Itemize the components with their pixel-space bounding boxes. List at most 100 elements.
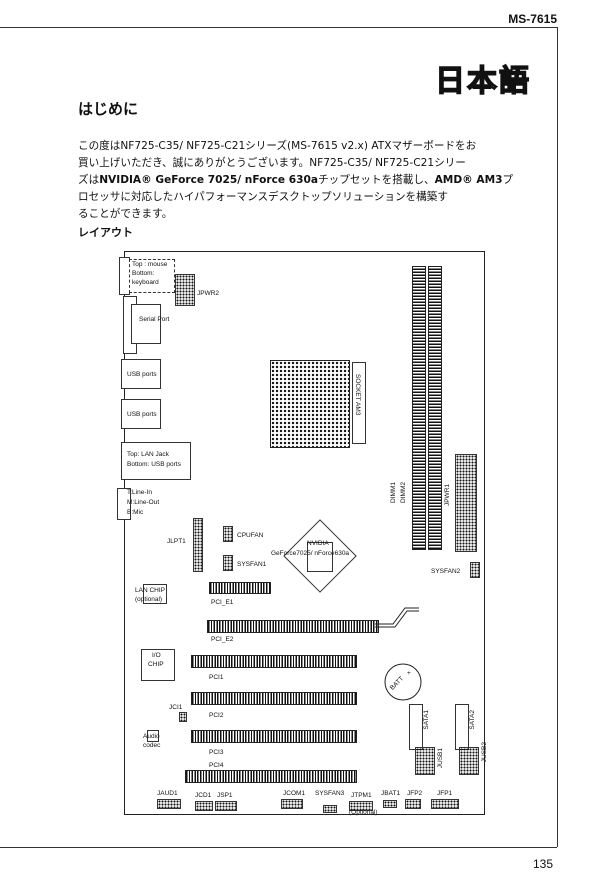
intro-paragraph: この度はNF725-C35/ NF725-C21シリーズ(MS-7615 v2.… <box>78 138 524 223</box>
jcom1-label: JCOM1 <box>283 790 306 797</box>
battery-plus: + <box>407 670 411 677</box>
lan-chip-label: LAN CHIP <box>135 587 165 594</box>
chipset-core <box>307 542 333 572</box>
section-heading-intro: はじめに <box>78 100 139 118</box>
audio-line-out-label: M:Line-Out <box>127 499 160 506</box>
chipset-label: GeForce7025/ nForce630a <box>271 550 350 557</box>
jlpt1-header <box>193 518 203 572</box>
cpufan-header <box>223 526 233 542</box>
intro-text: チップセットを搭載し、 <box>318 174 435 186</box>
nvidia-label: NVIDIA <box>307 540 329 547</box>
lan-chip <box>143 584 167 604</box>
serial-port-label: Serial Port <box>139 316 170 323</box>
socket-lever <box>352 362 366 444</box>
intro-line: 買い上げいただき、誠にありがとうございます。NF725-C35/ NF725-C… <box>78 157 466 169</box>
sysfan2-header <box>470 562 480 578</box>
sysfan1-label: SYSFAN1 <box>237 561 267 568</box>
jpwr1-connector <box>455 454 477 552</box>
sysfan3-header <box>323 805 337 813</box>
ps2-label-box <box>129 259 175 293</box>
pci1-slot <box>191 655 357 668</box>
jfp2-header <box>405 799 421 809</box>
pci1-label: PCI1 <box>209 674 224 681</box>
footer-rule <box>0 847 557 848</box>
jtpm1-header <box>349 801 373 811</box>
lan-chip-optional-label: (optional) <box>135 596 163 603</box>
model-number: MS-7615 <box>508 12 557 26</box>
jusb1-label: JUSB1 <box>437 748 444 769</box>
jbat1-label: JBAT1 <box>381 790 401 797</box>
socket-label: SOCKET AM3 <box>354 374 361 416</box>
pci4-label: PCI4 <box>209 762 224 769</box>
jaud1-header <box>157 799 181 809</box>
motherboard-diagram: Top : mouse Bottom: keyboard JPWR2 Seria… <box>117 251 488 816</box>
jusb1-header <box>415 747 435 775</box>
slot-latch <box>375 607 419 628</box>
io-chip-label: I/O <box>152 652 161 659</box>
audio-line-in-label: T:Line-In <box>127 489 152 496</box>
battery <box>384 663 422 701</box>
pcie2-label: PCI_E2 <box>211 636 234 643</box>
usb-ports-block-2 <box>121 399 161 429</box>
sysfan3-label: SYSFAN3 <box>315 790 345 797</box>
pcie1-label: PCI_E1 <box>211 599 234 606</box>
jsp1-label: JSP1 <box>217 792 233 799</box>
intro-line: ロセッサに対応したハイパフォーマンスデスクトップソリューションを構築す <box>78 191 448 203</box>
pcie-x1-slot <box>209 582 271 594</box>
sysfan2-label: SYSFAN2 <box>431 568 461 575</box>
jpwr2-label: JPWR2 <box>197 290 220 297</box>
jsp1-header <box>215 801 237 811</box>
jci1-label: JCI1 <box>169 704 183 711</box>
sysfan1-header <box>223 555 233 571</box>
sata2-label: SATA2 <box>469 710 476 730</box>
usb-ports-label-2: USB ports <box>127 411 157 418</box>
chipset-name: NVIDIA® GeForce 7025/ nForce 630a <box>99 174 319 186</box>
intro-line: ることができます。 <box>78 208 173 220</box>
ps2-top-label: Top : mouse <box>132 261 168 268</box>
usb-ports-label-1: USB ports <box>127 371 157 378</box>
io-chip-label-2: CHIP <box>148 661 164 668</box>
ps2-bottom-label: Bottom: <box>132 270 155 277</box>
cpufan-label: CPUFAN <box>237 532 264 539</box>
jlpt1-label: JLPT1 <box>167 538 186 545</box>
section-heading-layout: レイアウト <box>78 226 133 239</box>
jpwr2-connector <box>175 274 195 306</box>
jfp1-header <box>431 799 459 809</box>
pci4-slot <box>185 770 357 783</box>
jusb2-label: JUSB2 <box>481 742 488 763</box>
cpu-name: AMD® AM3 <box>434 174 503 186</box>
intro-text: プ <box>502 174 514 186</box>
jtpm1-optional-label: (Optional) <box>349 809 378 816</box>
pci3-slot <box>191 730 357 743</box>
intro-line: ズはNVIDIA® GeForce 7025/ nForce 630aチップセッ… <box>78 172 524 189</box>
usb-ports-block-1 <box>121 359 161 389</box>
jaud1-label: JAUD1 <box>157 790 178 797</box>
serial-port-connector <box>131 304 161 344</box>
ps2-keyboard-label: keyboard <box>132 279 159 286</box>
dimm1-slot <box>412 266 426 550</box>
header-rule <box>0 27 557 28</box>
jbat1-header <box>383 800 397 808</box>
jusb2-header <box>459 747 479 775</box>
pci2-label: PCI2 <box>209 712 224 719</box>
pci3-label: PCI3 <box>209 749 224 756</box>
audio-mic-label: B:Mic <box>127 509 144 516</box>
dimm2-slot <box>428 266 442 550</box>
io-chip <box>141 649 175 681</box>
sata1-port <box>409 704 423 750</box>
intro-text: ズは <box>78 174 100 186</box>
jfp1-label: JFP1 <box>437 790 453 797</box>
sata2-port <box>455 704 469 750</box>
pci2-slot <box>191 692 357 705</box>
lan-usb-block <box>121 442 191 480</box>
audio-codec-chip <box>147 730 159 742</box>
pcie-x16-slot <box>207 620 379 633</box>
audio-codec-label: Audio <box>143 733 160 740</box>
jcom1-header <box>281 799 303 809</box>
side-rule <box>557 27 558 847</box>
lan-jack-label: Top: LAN Jack <box>127 451 169 458</box>
dimm1-label: DIMM1 <box>390 482 397 503</box>
jfp2-label: JFP2 <box>407 790 423 797</box>
sata1-label: SATA1 <box>423 710 430 730</box>
audio-codec-label-2: codec <box>143 742 161 749</box>
